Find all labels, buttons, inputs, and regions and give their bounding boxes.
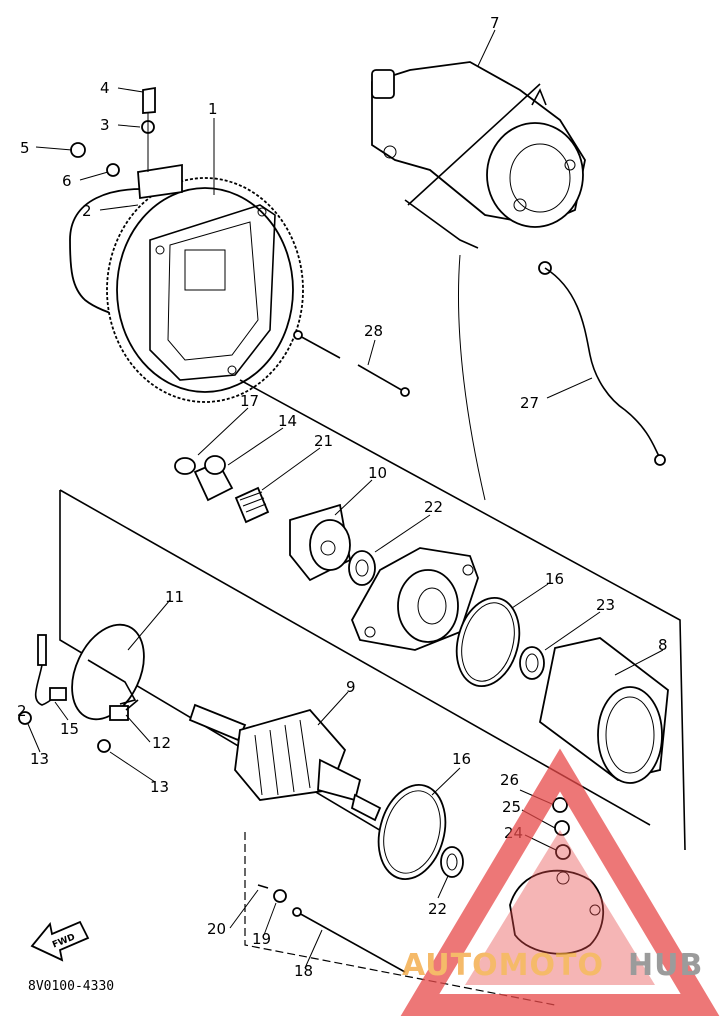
callout-18: 18 bbox=[294, 962, 313, 980]
callout-4: 4 bbox=[100, 79, 110, 97]
callout-5: 5 bbox=[20, 139, 30, 157]
armature bbox=[188, 703, 382, 822]
callout-8: 8 bbox=[658, 636, 668, 654]
callout-20: 20 bbox=[207, 920, 226, 938]
starter-clutch-ring-gear bbox=[69, 177, 304, 403]
lead-wires bbox=[293, 261, 666, 466]
callout-12: 12 bbox=[152, 734, 171, 752]
through-bolt-and-washers bbox=[257, 884, 406, 973]
callout-6: 6 bbox=[62, 172, 72, 190]
part-code: 8V0100-4330 bbox=[28, 979, 114, 994]
yoke-and-rings bbox=[455, 596, 669, 784]
callout-27: 27 bbox=[520, 394, 539, 412]
callout-2-bottom: 2 bbox=[17, 702, 27, 720]
watermark-text-hub: HUB bbox=[628, 948, 703, 983]
callout-16-bottom: 16 bbox=[452, 750, 471, 768]
callout-13-right: 13 bbox=[150, 778, 169, 796]
watermark-text-automoto: AUTOMOTO bbox=[402, 948, 604, 983]
callout-17: 17 bbox=[240, 392, 259, 410]
brush-plate-assembly bbox=[18, 623, 145, 753]
callout-15: 15 bbox=[60, 720, 79, 738]
watermark-logo: AUTOMOTO HUB bbox=[400, 748, 720, 1016]
lower-rings bbox=[377, 784, 464, 880]
watermark-triangle-icon bbox=[400, 748, 720, 1016]
callout-21: 21 bbox=[314, 432, 333, 450]
front-bracket bbox=[348, 547, 479, 651]
callout-13-left: 13 bbox=[30, 750, 49, 768]
callout-10: 10 bbox=[368, 464, 387, 482]
callout-16-top: 16 bbox=[545, 570, 564, 588]
starter-motor-assembly bbox=[371, 61, 586, 249]
fwd-arrow-icon: FWD bbox=[30, 920, 90, 962]
callout-22-bottom: 22 bbox=[428, 900, 447, 918]
callout-7: 7 bbox=[490, 14, 500, 32]
callout-22-top: 22 bbox=[424, 498, 443, 516]
rear-cover bbox=[244, 797, 605, 1006]
bracket-and-bolts bbox=[70, 86, 183, 200]
callout-3: 3 bbox=[100, 116, 110, 134]
callout-2-top: 2 bbox=[82, 202, 92, 220]
callout-1: 1 bbox=[208, 100, 218, 118]
bushing-spring-gear-group bbox=[174, 455, 352, 582]
callout-26: 26 bbox=[500, 771, 519, 789]
callout-11: 11 bbox=[165, 588, 184, 606]
callout-9: 9 bbox=[346, 678, 356, 696]
callout-19: 19 bbox=[252, 930, 271, 948]
callout-14: 14 bbox=[278, 412, 297, 430]
callout-25: 25 bbox=[502, 798, 521, 816]
callout-28: 28 bbox=[364, 322, 383, 340]
callout-23: 23 bbox=[596, 596, 615, 614]
